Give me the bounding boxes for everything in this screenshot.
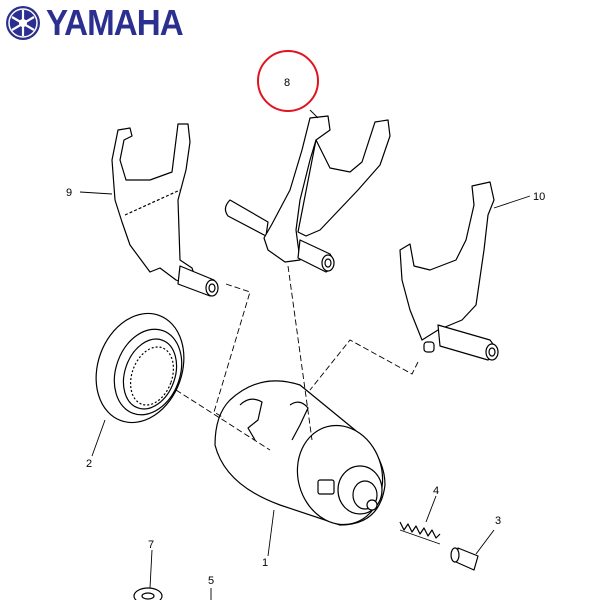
shift-drum-1[interactable] bbox=[214, 380, 394, 534]
brand-name: YAMAHA bbox=[46, 2, 184, 43]
shift-fork-9[interactable] bbox=[111, 123, 219, 297]
pin-3[interactable] bbox=[450, 547, 479, 571]
shift-fork-10[interactable] bbox=[399, 181, 499, 361]
shift-fork-8[interactable] bbox=[224, 115, 391, 273]
tuning-fork-emblem-icon bbox=[6, 6, 40, 40]
callout-8[interactable]: 8 bbox=[284, 77, 290, 89]
washer-7[interactable] bbox=[133, 587, 163, 600]
callout-5[interactable]: 5 bbox=[208, 575, 214, 587]
spring-4[interactable] bbox=[399, 521, 441, 545]
callout-2[interactable]: 2 bbox=[86, 458, 92, 470]
bearing-2[interactable] bbox=[81, 301, 198, 435]
callout-10[interactable]: 10 bbox=[533, 191, 545, 203]
callout-7[interactable]: 7 bbox=[148, 539, 154, 551]
callout-9[interactable]: 9 bbox=[66, 187, 72, 199]
callout-1[interactable]: 1 bbox=[262, 557, 268, 569]
yamaha-logo: YAMAHA bbox=[4, 2, 195, 44]
highlight-circle bbox=[257, 50, 319, 112]
callout-3[interactable]: 3 bbox=[495, 515, 501, 527]
callout-4[interactable]: 4 bbox=[433, 485, 439, 497]
